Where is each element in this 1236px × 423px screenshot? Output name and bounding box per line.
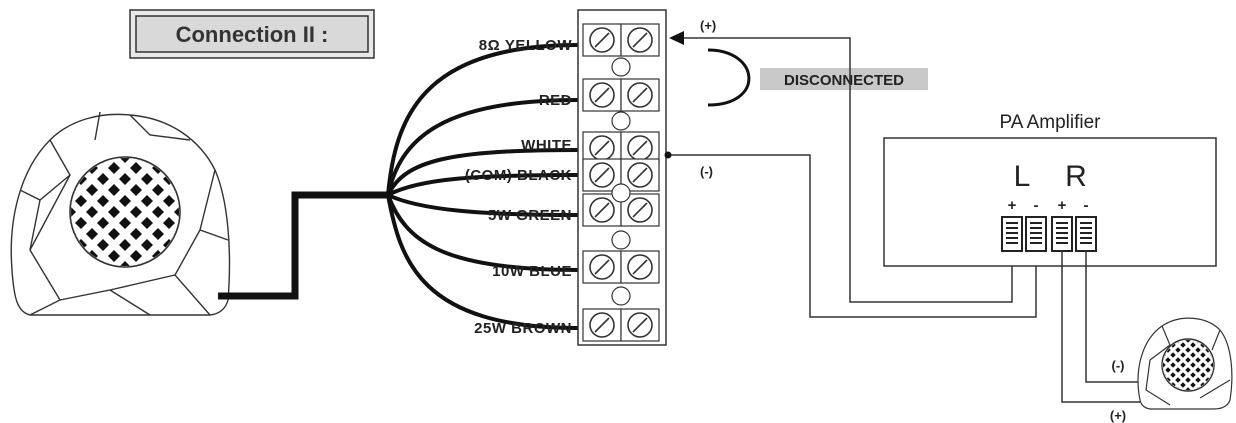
amp-signal-lines <box>668 37 1037 318</box>
junction-dot-icon <box>664 151 672 159</box>
screw-slot <box>594 317 610 333</box>
amp-sign-1: + <box>1008 197 1017 214</box>
screw-slot <box>594 259 610 275</box>
speaker-grille-large <box>71 158 179 266</box>
arrow-icon <box>669 31 684 45</box>
label-red: RED <box>539 92 572 109</box>
screw-slot <box>632 317 648 333</box>
screw-slot <box>594 32 610 48</box>
title-box: Connection II : <box>129 9 375 59</box>
screw-slot <box>632 140 648 156</box>
label-brown: 25W BROWN <box>474 320 572 337</box>
spacer-hole <box>611 286 631 306</box>
terminal-row <box>582 250 660 284</box>
amp-sign-2: - <box>1034 197 1039 214</box>
plus-marker: (+) <box>700 18 716 33</box>
terminal-row <box>582 158 660 192</box>
minus-marker: (-) <box>700 164 713 179</box>
channel-left-label: L <box>1014 160 1031 193</box>
disconnected-jumper: DISCONNECTED <box>707 48 928 107</box>
label-black: (COM) BLACK <box>465 167 572 184</box>
screw-slot <box>632 202 648 218</box>
terminal-row <box>582 78 660 112</box>
small-speaker-plus: (+) <box>1110 408 1126 423</box>
spacer-hole <box>611 111 631 131</box>
screw-slot <box>632 167 648 183</box>
speaker-cable <box>218 191 388 300</box>
spacer-hole <box>611 57 631 77</box>
screw-slot <box>594 202 610 218</box>
amp-terminal <box>1001 216 1023 252</box>
speaker-grille-small <box>1163 340 1213 390</box>
speaker-wires <box>386 43 579 330</box>
diagram-title: Connection II : <box>176 22 329 47</box>
amp-sign-3: + <box>1058 197 1067 214</box>
screw-slot <box>632 87 648 103</box>
terminal-row <box>582 308 660 342</box>
channel-right-label: R <box>1065 160 1087 193</box>
amplifier-title: PA Amplifier <box>999 112 1101 133</box>
amp-terminal <box>1051 216 1073 252</box>
spacer-hole <box>611 230 631 250</box>
amp-terminal <box>1075 216 1097 252</box>
label-green: 5W GREEN <box>488 207 572 224</box>
small-speaker-minus: (-) <box>1112 358 1125 373</box>
terminal-row <box>582 193 660 227</box>
terminal-block <box>577 9 667 346</box>
screw-slot <box>594 140 610 156</box>
spacer-hole <box>611 183 631 203</box>
screw-slot <box>594 167 610 183</box>
small-speaker-lines <box>1061 250 1140 403</box>
label-white: WHITE <box>521 137 572 154</box>
terminal-row <box>582 23 660 57</box>
label-yellow: 8Ω YELLOW <box>479 37 573 54</box>
pa-amplifier: PA Amplifier L R + - + - <box>883 112 1217 267</box>
amp-terminal <box>1025 216 1047 252</box>
disconnected-label: DISCONNECTED <box>784 72 904 89</box>
label-blue: 10W BLUE <box>492 263 572 280</box>
terminal-labels: 8Ω YELLOW RED WHITE (COM) BLACK 5W GREEN… <box>465 37 572 337</box>
screw-slot <box>632 32 648 48</box>
amp-sign-4: - <box>1084 197 1089 214</box>
screw-slot <box>632 259 648 275</box>
screw-slot <box>594 87 610 103</box>
